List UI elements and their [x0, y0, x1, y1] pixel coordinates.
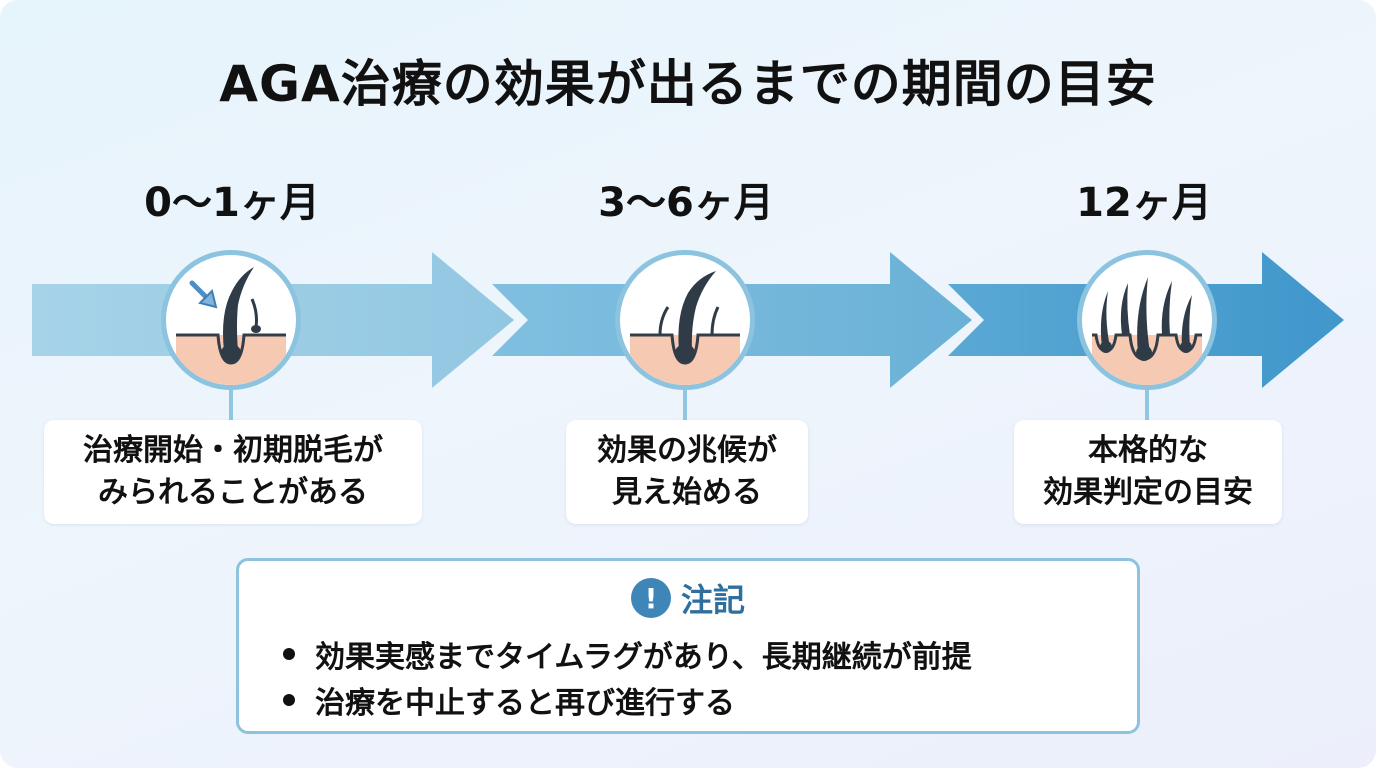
stage-description-line: 見え始める	[612, 475, 762, 510]
note-header: ! 注記	[239, 575, 1137, 621]
page-title: AGA治療の効果が出るまでの期間の目安	[219, 55, 1157, 113]
bullet-icon	[283, 694, 295, 706]
hair-follicle-shedding-icon	[161, 250, 301, 390]
stage-description-box: 治療開始・初期脱毛が みられることがある	[44, 420, 422, 524]
stage-description-line: 治療開始・初期脱毛が	[83, 433, 383, 468]
stage-description-line: 効果の兆候が	[597, 433, 777, 468]
list-item: 治療を中止すると再び進行する	[283, 677, 972, 723]
stage-description-line: みられることがある	[98, 475, 368, 510]
stage-description-line: 効果判定の目安	[1043, 475, 1253, 510]
note-box: ! 注記 効果実感までタイムラグがあり、長期継続が前提 治療を中止すると再び進行…	[236, 558, 1140, 734]
note-item-text: 効果実感までタイムラグがあり、長期継続が前提	[315, 640, 972, 675]
hair-follicle-full-icon	[1077, 250, 1217, 390]
stage-period: 0〜1ヶ月	[144, 180, 320, 226]
stage-description-box: 効果の兆候が 見え始める	[566, 420, 808, 524]
note-title: 注記	[680, 581, 745, 619]
list-item: 効果実感までタイムラグがあり、長期継続が前提	[283, 631, 972, 677]
note-item-text: 治療を中止すると再び進行する	[315, 686, 735, 721]
hair-follicle-growing-icon	[615, 250, 755, 390]
stage-description-box: 本格的な 効果判定の目安	[1014, 420, 1282, 524]
stage-connector	[1145, 390, 1149, 420]
stage-description-line: 本格的な	[1088, 433, 1208, 468]
exclamation-icon: !	[630, 578, 671, 618]
stage-connector	[683, 390, 687, 420]
bullet-icon	[283, 648, 295, 660]
note-list: 効果実感までタイムラグがあり、長期継続が前提 治療を中止すると再び進行する	[283, 631, 972, 723]
stage-connector	[229, 390, 233, 420]
stage-period: 3〜6ヶ月	[598, 180, 774, 226]
stage-period: 12ヶ月	[1076, 180, 1212, 226]
